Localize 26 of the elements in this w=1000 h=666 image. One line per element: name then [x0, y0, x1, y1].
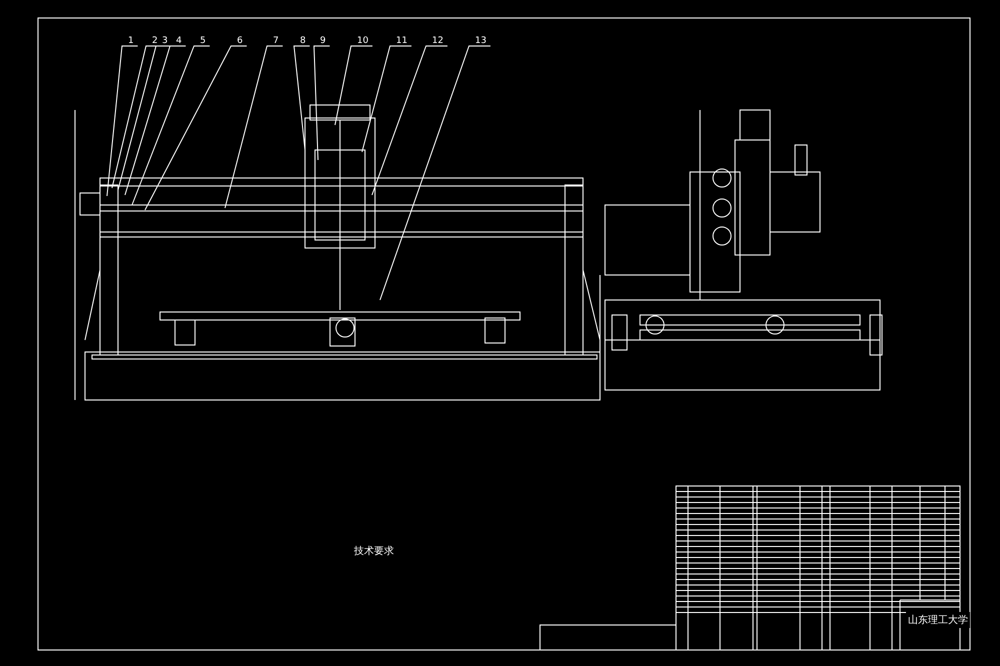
leader-line: [362, 46, 412, 152]
leader-line: [372, 46, 448, 196]
leader-line: [124, 46, 186, 196]
leader-line: [144, 46, 248, 210]
callout-number: 3: [162, 36, 168, 46]
school-name: 山东理工大学: [906, 612, 970, 628]
leader-line: [224, 46, 284, 208]
leader-line: [106, 46, 138, 196]
leader-line: [118, 46, 172, 190]
leader-line: [293, 46, 310, 150]
leader-line: [334, 46, 373, 126]
callout-number: 11: [396, 36, 408, 46]
callout-number: 7: [273, 36, 279, 46]
callout-number: 8: [300, 36, 306, 46]
callout-number: 10: [357, 36, 368, 46]
callout-number: 9: [320, 36, 326, 46]
callout-number: 13: [475, 36, 486, 46]
callout-number: 6: [237, 36, 243, 46]
leader-line: [380, 46, 491, 300]
callout-number: 4: [176, 36, 182, 46]
leader-line: [313, 46, 330, 160]
callout-number: 1: [128, 36, 134, 46]
leader-line: [132, 46, 210, 206]
callout-number: 2: [152, 36, 158, 46]
callout-number: 5: [200, 36, 206, 46]
callout-number: 12: [432, 36, 444, 46]
